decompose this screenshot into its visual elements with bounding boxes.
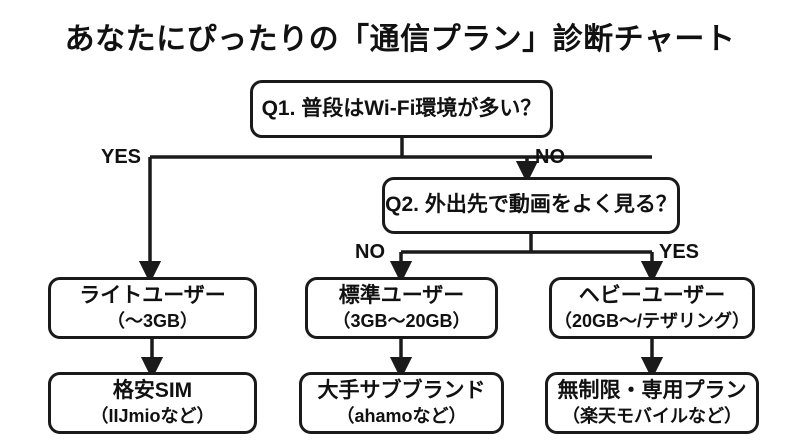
node-q2-text: Q2. 外出先で動画をよく見る？ bbox=[385, 193, 677, 217]
node-light-user-title: ライトユーザー bbox=[79, 284, 226, 308]
node-standard-user[interactable]: 標準ユーザー （3GB〜20GB） bbox=[305, 277, 498, 339]
node-plan-budget-detail: （IIJmioなど） bbox=[90, 406, 215, 427]
node-heavy-user-title: ヘビーユーザー bbox=[578, 284, 726, 308]
node-light-user-detail: （〜3GB） bbox=[106, 311, 198, 332]
node-heavy-user[interactable]: ヘビーユーザー （20GB〜/テザリング） bbox=[549, 277, 755, 339]
edge-label-q1-yes: YES bbox=[101, 146, 142, 168]
node-heavy-user-detail: （20GB〜/テザリング） bbox=[553, 311, 751, 332]
node-light-user[interactable]: ライトユーザー （〜3GB） bbox=[48, 277, 257, 339]
edge-label-q1-no: NO bbox=[535, 146, 565, 168]
node-plan-unlimited-detail: （楽天モバイルなど） bbox=[562, 406, 742, 427]
node-q1[interactable]: Q1. 普段はWi-Fi環境が多い？ bbox=[250, 80, 553, 138]
node-q1-text: Q1. 普段はWi-Fi環境が多い？ bbox=[261, 96, 542, 120]
node-plan-budget-title: 格安SIM bbox=[112, 379, 193, 403]
node-standard-user-detail: （3GB〜20GB） bbox=[332, 311, 471, 332]
node-plan-budget[interactable]: 格安SIM （IIJmioなど） bbox=[48, 372, 257, 434]
page-title: あなたにぴったりの「通信プラン」診断チャート bbox=[64, 23, 736, 56]
edge-label-q2-yes: YES bbox=[659, 241, 700, 263]
node-plan-sub-brand[interactable]: 大手サブブランド （ahamoなど） bbox=[299, 372, 504, 434]
node-plan-sub-brand-detail: （ahamoなど） bbox=[336, 406, 467, 427]
edge-label-q2-no: NO bbox=[355, 241, 385, 263]
node-standard-user-title: 標準ユーザー bbox=[338, 284, 465, 308]
node-plan-sub-brand-title: 大手サブブランド bbox=[317, 379, 486, 403]
node-plan-unlimited-title: 無制限・専用プラン bbox=[557, 379, 747, 403]
node-q2[interactable]: Q2. 外出先で動画をよく見る？ bbox=[382, 177, 680, 234]
node-plan-unlimited[interactable]: 無制限・専用プラン （楽天モバイルなど） bbox=[545, 372, 759, 434]
